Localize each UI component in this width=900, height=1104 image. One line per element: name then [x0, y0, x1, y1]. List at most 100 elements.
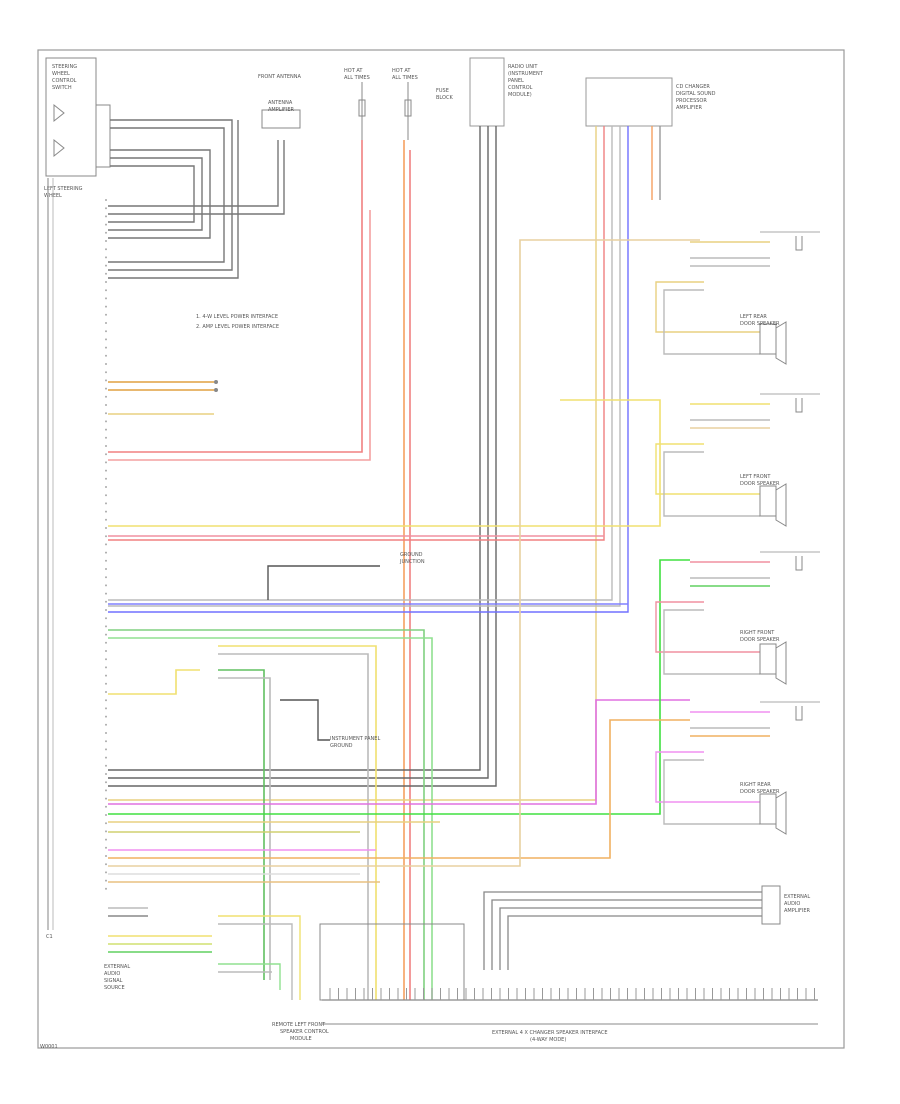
speaker-body — [759, 643, 777, 675]
label-block: BLOCK — [436, 95, 453, 101]
pin-dot — [105, 641, 107, 644]
speaker-body — [759, 793, 777, 825]
top-left-bundle — [108, 119, 285, 279]
pin-dot — [105, 707, 107, 710]
radio-ground-wires — [108, 126, 497, 787]
speaker-cone — [775, 641, 787, 685]
speaker-switch — [795, 398, 803, 413]
pin-dot — [105, 289, 107, 292]
pin-dot — [105, 887, 107, 890]
pin-dot — [105, 436, 107, 439]
pin-dot — [105, 838, 107, 841]
pin-dot — [105, 207, 107, 210]
label-hot-at-2: HOT AT — [392, 68, 411, 74]
radio-unit-box — [469, 57, 505, 127]
pin-dot — [105, 248, 107, 251]
pin-dot — [105, 281, 107, 283]
pin-dot — [105, 363, 107, 365]
lower-harness — [108, 239, 700, 1000]
pin-dot — [105, 871, 107, 874]
speaker-cone — [775, 483, 787, 527]
external-amp-wires — [483, 891, 762, 970]
label-amplifier-2: AMPLIFIER — [784, 908, 811, 914]
ground-junction-wire — [267, 565, 380, 600]
speaker-group — [655, 231, 820, 835]
ground-wire-2 — [280, 699, 330, 741]
pin-dot — [105, 576, 107, 579]
pin-dot — [105, 240, 107, 242]
pin-dot — [105, 740, 107, 743]
label-control: CONTROL — [52, 78, 77, 84]
speaker-body — [759, 323, 777, 355]
pin-dot — [105, 305, 107, 308]
pin-dot — [105, 272, 107, 275]
pin-dot — [105, 863, 107, 866]
label-instrument-panel: INSTRUMENT PANEL — [330, 736, 380, 742]
pin-dot — [105, 773, 107, 775]
bottom-left-connector — [319, 923, 465, 1001]
power-wires — [108, 140, 411, 1000]
pin-dot — [105, 568, 107, 570]
speaker-wire — [655, 443, 760, 495]
fuse-2 — [404, 99, 412, 117]
pin-dot — [105, 600, 107, 603]
pin-dot — [105, 412, 107, 415]
speaker-switch — [795, 236, 803, 251]
label-left-rear-2: DOOR SPEAKER — [740, 321, 780, 327]
bottom-left-wires — [108, 907, 301, 1000]
pin-dot — [105, 469, 107, 472]
pin-dot — [105, 625, 107, 628]
label-c1: C1 — [46, 934, 53, 940]
label-audio: AUDIO — [784, 901, 800, 907]
speaker-wire — [655, 281, 760, 333]
pin-dot — [105, 691, 107, 693]
pin-dot — [105, 461, 107, 464]
pin-dot — [105, 371, 107, 374]
pin-dot — [105, 518, 107, 521]
label-amplifier: AMPLIFIER — [268, 107, 295, 113]
label-control-2: CONTROL — [508, 85, 533, 91]
pin-dot — [105, 756, 107, 759]
label-steering: STEERING — [52, 64, 77, 70]
pin-dot — [105, 551, 107, 554]
pin-dot — [105, 297, 107, 300]
connector-dot-1 — [214, 380, 218, 384]
pin-dot — [105, 609, 107, 611]
pin-dot — [105, 682, 107, 685]
label-hot-at-2b: ALL TIMES — [392, 75, 418, 81]
pin-dot — [105, 264, 107, 267]
label-4way-mode: (4-WAY MODE) — [530, 1037, 566, 1043]
label-ground-2: GROUND — [330, 743, 353, 749]
pin-dot — [105, 313, 107, 316]
pin-dot — [105, 445, 107, 447]
processor-wires — [108, 126, 661, 801]
label-module-2: MODULE — [290, 1036, 312, 1042]
pin-dot — [105, 789, 107, 792]
pin-dot — [105, 395, 107, 398]
pin-dot — [105, 584, 107, 587]
pin-dot — [105, 502, 107, 505]
connector-dot-2 — [214, 388, 218, 392]
pin-dot — [105, 748, 107, 751]
label-processor: PROCESSOR — [676, 98, 707, 104]
pin-dot — [105, 699, 107, 702]
label-hot-at-1b: ALL TIMES — [344, 75, 370, 81]
speaker-switch — [795, 556, 803, 571]
label-speaker-control: SPEAKER CONTROL — [280, 1029, 329, 1035]
label-cd-changer: CD CHANGER — [676, 84, 710, 90]
label-remote-left: REMOTE LEFT FRONT — [272, 1022, 326, 1028]
label-antenna: ANTENNA — [268, 100, 293, 106]
label-left-rear: LEFT REAR — [740, 314, 767, 320]
label-panel: PANEL — [508, 78, 524, 84]
pin-dot — [105, 494, 107, 497]
antenna-amp-box — [261, 109, 301, 129]
switch-symbols — [53, 103, 65, 158]
pin-dot — [105, 231, 107, 234]
pin-dot — [105, 732, 107, 734]
mid-horizontal-wires — [108, 399, 661, 605]
legend-line-1: 1. 4-W LEVEL POWER INTERFACE — [196, 314, 278, 320]
label-source: SOURCE — [104, 985, 125, 991]
label-fuse: FUSE — [436, 88, 449, 94]
pin-dot — [105, 322, 107, 324]
